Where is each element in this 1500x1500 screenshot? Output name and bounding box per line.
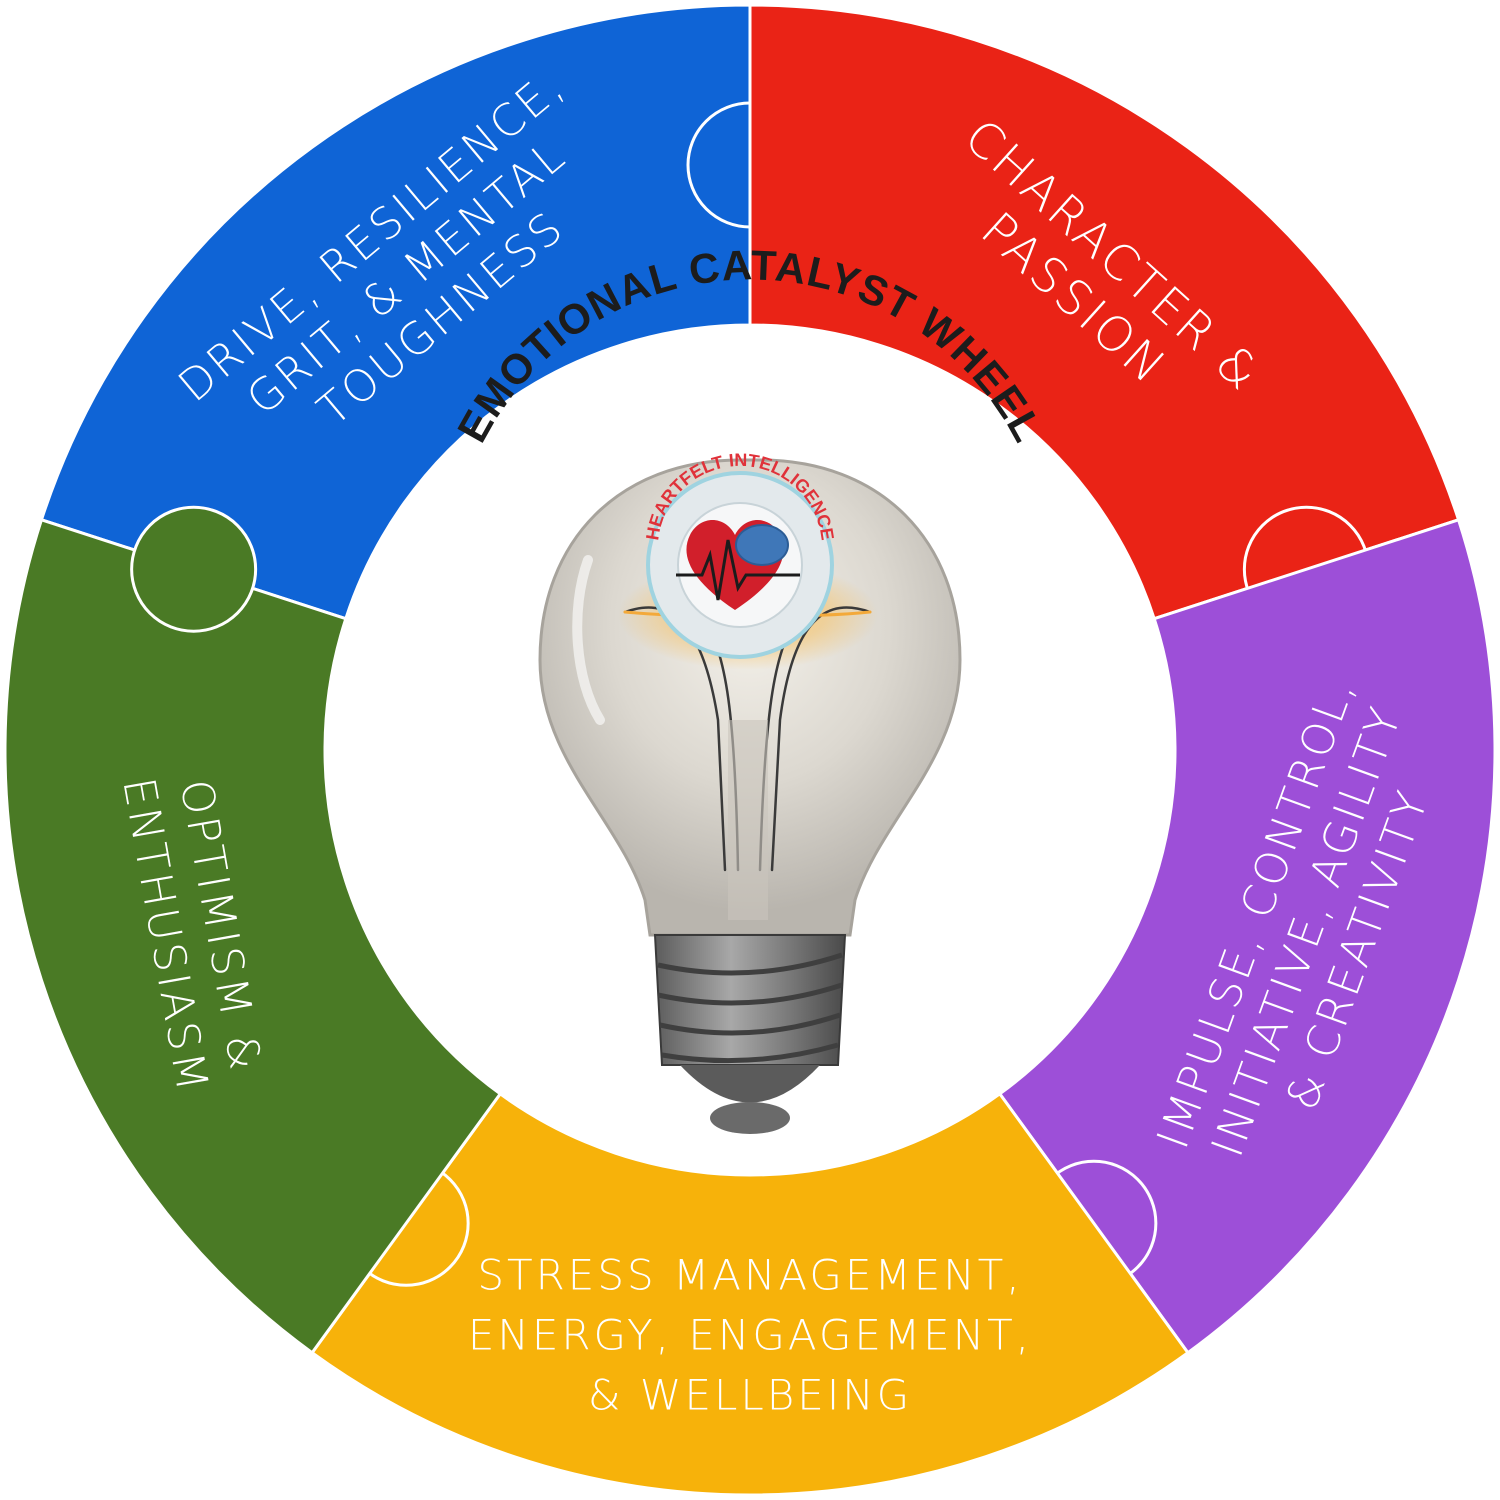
wheel-ring: [3, 3, 1497, 1497]
segment-label-line: STRESS MANAGEMENT,: [477, 1251, 1022, 1300]
puzzle-knob-optimism: [130, 505, 258, 633]
heartbeat-icon: [676, 539, 800, 601]
brain-icon: [735, 524, 789, 566]
segment-label-line: & WELLBEING: [588, 1371, 912, 1420]
segment-label-stress: STRESS MANAGEMENT, ENERGY, ENGAGEMENT, & W…: [468, 1251, 1032, 1420]
segment-label-impulse: IMPULSE, CONTROL,INITIATIVE, AGILITY& CR…: [1147, 670, 1467, 1192]
lightbulb-icon: [538, 458, 962, 1134]
segment-label-line: ENERGY, ENGAGEMENT,: [468, 1311, 1032, 1360]
heartfelt-intelligence-logo: HEARTFELT INTELLIGENCE: [642, 450, 838, 659]
